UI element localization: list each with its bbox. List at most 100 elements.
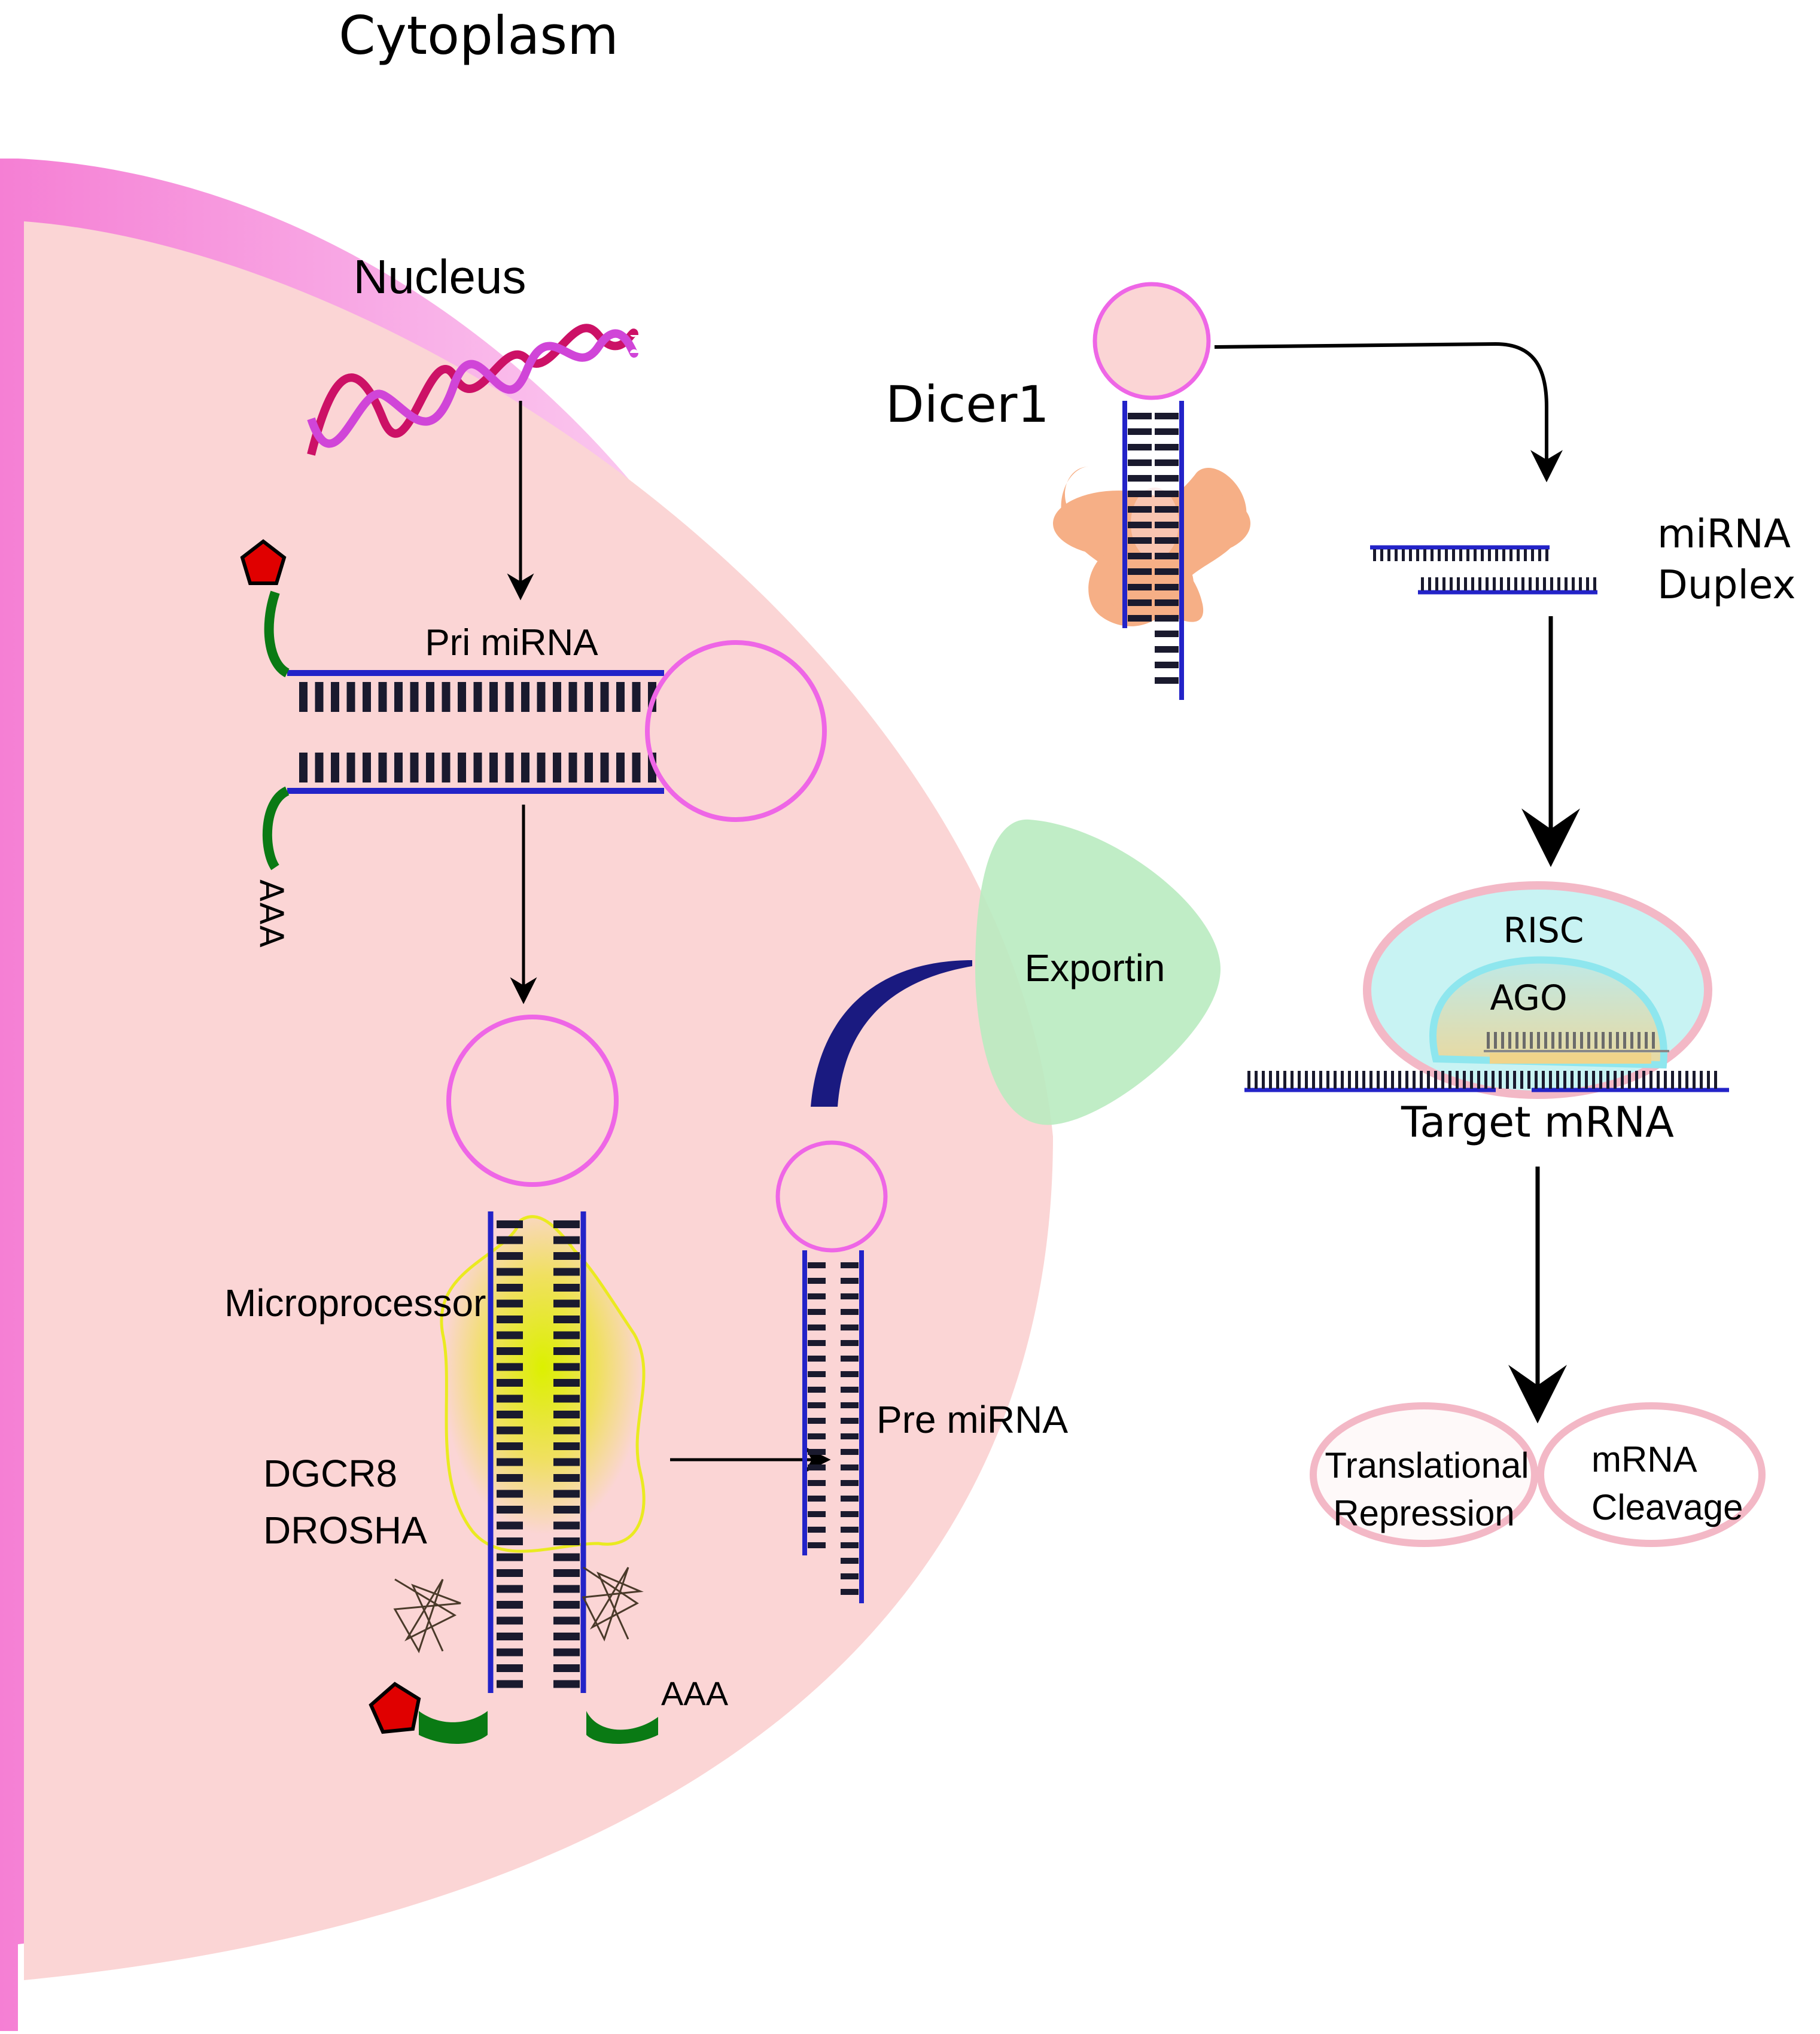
base-pair — [1563, 1071, 1566, 1089]
base-pair — [497, 1633, 523, 1640]
base-pair — [1128, 599, 1152, 606]
base-pair — [1428, 577, 1431, 590]
base-pair — [1484, 1071, 1487, 1089]
base-pair — [1507, 577, 1510, 590]
aaa-label-left: AAA — [252, 879, 290, 948]
base-pair — [1707, 1071, 1710, 1089]
base-pair — [1693, 1071, 1696, 1089]
base-pair — [1494, 1032, 1497, 1049]
base-pair — [841, 1387, 859, 1393]
base-pair — [1128, 522, 1152, 528]
base-pair — [553, 1442, 580, 1450]
base-pair — [841, 1309, 859, 1315]
base-pair — [553, 1316, 580, 1323]
base-pair — [841, 1293, 859, 1299]
base-pair — [808, 1480, 826, 1486]
base-pair — [808, 1387, 826, 1393]
pre-loop — [775, 1140, 888, 1253]
base-pair — [1508, 1032, 1511, 1049]
base-pair — [841, 1496, 859, 1502]
base-pair — [1493, 577, 1496, 590]
base-pair — [1155, 568, 1179, 575]
base-pair — [1398, 1071, 1401, 1089]
base-pair — [1566, 1032, 1569, 1049]
base-pair — [1405, 1071, 1408, 1089]
base-pair — [553, 1585, 580, 1593]
cytoplasm-label: Cytoplasm — [339, 5, 619, 66]
mrna-label: mRNA — [1591, 1439, 1697, 1479]
base-pair — [1550, 577, 1553, 590]
base-pair — [497, 1680, 523, 1688]
base-pair — [1671, 1071, 1674, 1089]
base-pair — [1442, 577, 1445, 590]
base-pair — [497, 1537, 523, 1545]
base-pair — [378, 682, 387, 712]
outcome-mrna-cleavage: mRNA Cleavage — [1537, 1402, 1766, 1547]
base-pair — [1155, 444, 1179, 450]
base-pair — [1506, 1071, 1509, 1089]
base-pair — [1527, 1071, 1530, 1089]
base-pair — [1128, 553, 1152, 559]
duplex-bottom-base-pairs — [1421, 577, 1596, 590]
base-pair — [497, 1664, 523, 1672]
base-pair — [1538, 549, 1541, 561]
base-pair — [1500, 577, 1503, 590]
base-pair — [1269, 1071, 1272, 1089]
pri-top-base-pairs — [299, 682, 656, 712]
base-pair — [1642, 1071, 1645, 1089]
base-pair — [1466, 549, 1469, 561]
base-pair — [458, 682, 466, 712]
base-pair — [1501, 1032, 1504, 1049]
base-pair — [553, 1601, 580, 1609]
base-pair — [299, 753, 308, 782]
pri-5prime-tail — [264, 590, 290, 678]
base-pair — [521, 753, 529, 782]
base-pair — [808, 1278, 826, 1284]
dicer-loop — [1092, 282, 1211, 400]
base-pair — [1369, 1071, 1372, 1089]
base-pair — [1509, 549, 1512, 561]
repression-label: Repression — [1333, 1493, 1515, 1533]
base-pair — [1685, 1071, 1688, 1089]
exportin-arrow-icon — [811, 960, 972, 1107]
cut-site-icon-left — [393, 1578, 461, 1654]
pri-loop — [645, 640, 827, 822]
base-pair — [1478, 577, 1481, 590]
base-pair — [1384, 1071, 1387, 1089]
base-pair — [1155, 413, 1179, 419]
dna-helix-icon — [307, 324, 638, 456]
base-pair — [346, 753, 355, 782]
base-pair — [1423, 549, 1426, 561]
base-pair — [1155, 646, 1179, 653]
base-pair — [1355, 1071, 1358, 1089]
base-pair — [1502, 549, 1505, 561]
base-pair — [553, 1633, 580, 1640]
base-pair — [841, 1340, 859, 1346]
base-pair — [497, 1585, 523, 1593]
base-pair — [1535, 1071, 1538, 1089]
base-pair — [553, 1680, 580, 1688]
translational-label: Translational — [1325, 1445, 1529, 1485]
base-pair — [1128, 506, 1152, 513]
base-pair — [394, 753, 403, 782]
base-pair — [426, 682, 434, 712]
base-pair — [1678, 1071, 1681, 1089]
base-pair — [600, 682, 609, 712]
duplex-label: Duplex — [1657, 562, 1795, 608]
base-pair — [426, 753, 434, 782]
base-pair — [442, 753, 451, 782]
base-pair — [553, 1553, 580, 1561]
base-pair — [1481, 549, 1484, 561]
base-pair — [1542, 1071, 1545, 1089]
base-pair — [1530, 1032, 1533, 1049]
base-pair — [497, 1268, 523, 1276]
base-pair — [841, 1356, 859, 1362]
base-pair — [841, 1402, 859, 1408]
pre-left-base-pairs — [808, 1262, 826, 1548]
base-pair — [841, 1480, 859, 1486]
base-pair — [553, 1347, 580, 1355]
base-pair — [1402, 549, 1405, 561]
base-pair — [808, 1262, 826, 1268]
base-pair — [458, 753, 466, 782]
base-pair — [363, 682, 371, 712]
